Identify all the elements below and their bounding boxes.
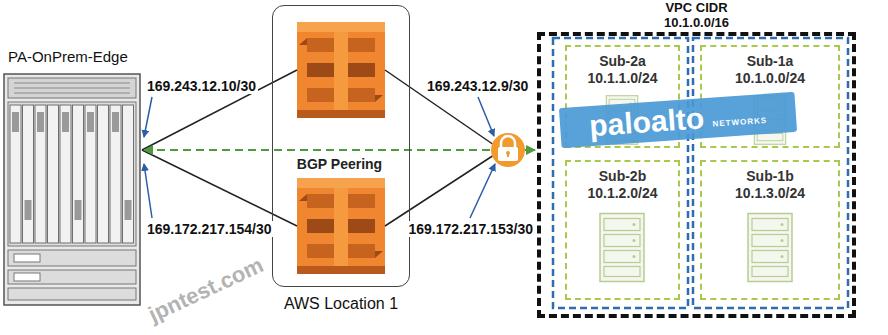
leader-arrows-part [144, 164, 152, 218]
firewall-chassis-part [23, 105, 34, 243]
server-racks-part [748, 214, 792, 282]
firewall-chassis-part [85, 105, 96, 243]
watermark: jpntest.com [145, 253, 267, 327]
firewall-chassis-part [10, 105, 21, 243]
firewall-chassis-part [8, 78, 136, 98]
ip-address: 169.172.217.153/30 [406, 221, 535, 237]
direct-connect-icons [297, 22, 385, 274]
firewall-chassis-part [37, 112, 44, 132]
firewall-chassis-part [48, 105, 59, 243]
ip-address: 169.172.217.154/30 [145, 221, 274, 237]
vpc-cidr-label: VPC CIDR [665, 0, 727, 15]
bgp-peering-line [144, 149, 535, 151]
subnet-label: Sub-1a [747, 53, 794, 70]
region-frame [272, 5, 410, 287]
subnet-box: Sub-1b10.1.3.0/24 [700, 160, 840, 300]
firewall-chassis-part [75, 200, 82, 220]
vpn-gateway-part [507, 153, 509, 157]
vpn-gateway-part [498, 147, 518, 161]
vpn-gateway-part [491, 133, 525, 167]
firewall-chassis-part [125, 200, 132, 220]
availability-zone-columns-part [553, 38, 688, 308]
firewall-chassis-part [110, 105, 121, 243]
firewall-chassis-part [14, 254, 40, 262]
firewall-chassis-part [14, 83, 130, 84]
leader-arrows-part [144, 97, 152, 137]
subnet-label: 10.1.1.0/24 [587, 70, 657, 87]
availability-zone-columns-part [693, 38, 848, 308]
firewall-chassis-part [8, 288, 136, 300]
firewall-chassis-part [14, 88, 130, 89]
firewall-chassis-part [123, 105, 134, 243]
firewall-chassis-part [98, 105, 109, 243]
firewall-chassis-part [8, 250, 136, 266]
firewall-chassis-part [12, 112, 19, 132]
subnet-label: Sub-2a [599, 53, 646, 70]
firewall-chassis-part [4, 74, 140, 305]
direct-connect-icons-part [297, 178, 385, 274]
logo-wordmark: paloalto [588, 101, 705, 143]
logo-subtitle: NETWORKS [712, 116, 767, 130]
subnet-label: Sub-1b [746, 168, 793, 185]
direct-connect-icons-part [297, 22, 385, 118]
firewall-chassis [4, 74, 140, 305]
firewall-chassis-part [62, 112, 69, 132]
firewall-chassis-part [25, 200, 32, 220]
firewall-chassis-part [87, 112, 94, 132]
subnet-label: 10.1.2.0/24 [587, 185, 657, 202]
subnet-label: 10.1.0.0/24 [735, 70, 805, 87]
ip-address: 169.243.12.9/30 [425, 78, 530, 94]
link-lines-part [385, 155, 494, 226]
firewall-chassis-part [35, 105, 46, 243]
vpc-cidr-label: 10.1.0.0/16 [664, 15, 729, 30]
vpc-box: VPC CIDR10.1.0.0/16Sub-2a10.1.1.0/24Sub-… [537, 0, 856, 318]
subnet-box: Sub-2b10.1.2.0/24 [565, 160, 680, 300]
vpc-frame [537, 32, 856, 318]
firewall-chassis-part [14, 93, 130, 94]
vpn-gateway-part [501, 136, 515, 148]
device-label: PA-OnPrem-Edge [8, 48, 128, 66]
availability-zone-columns [553, 38, 848, 308]
firewall-chassis-part [14, 273, 40, 281]
firewall-chassis-part [8, 270, 136, 284]
link-lines-part [142, 150, 297, 226]
firewall-chassis-part [60, 105, 71, 243]
firewall-chassis-part [8, 102, 136, 246]
leader-arrows-part [478, 97, 494, 136]
subnet-label: Sub-2b [599, 168, 646, 185]
server-racks-part [600, 214, 644, 282]
edge-label: BGP Peering [294, 156, 385, 172]
firewall-device: PA-OnPrem-Edge [2, 48, 142, 306]
leader-arrows [144, 97, 495, 218]
firewall-chassis-part [112, 112, 119, 132]
subnet-label: 10.1.3.0/24 [735, 185, 805, 202]
leader-arrows-part [470, 164, 495, 218]
firewall-chassis-part [73, 105, 84, 243]
region-label: AWS Location 1 [272, 294, 410, 313]
ip-address: 169.243.12.10/30 [145, 78, 258, 94]
link-lines-part [142, 70, 297, 150]
